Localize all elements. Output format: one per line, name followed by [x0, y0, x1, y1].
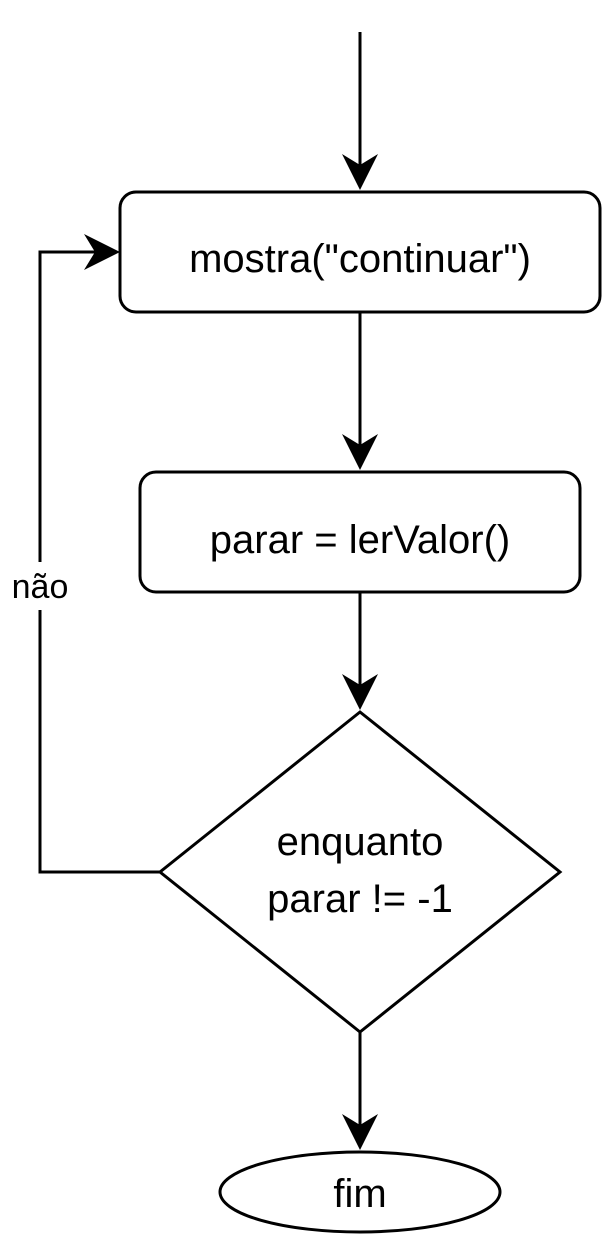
edge-show-to-read	[342, 312, 378, 470]
decision-condition-line1: enquanto	[277, 820, 444, 864]
process-show-continue-label: mostra("continuar")	[189, 237, 531, 281]
decision-condition-line2: parar != -1	[267, 877, 453, 921]
edge-loop-back: não	[2, 234, 160, 874]
terminator-end: fim	[218, 1150, 502, 1234]
loop-label-background	[2, 562, 78, 610]
edge-entry	[342, 32, 378, 190]
decision-condition: enquanto parar != -1	[157, 710, 563, 1034]
process-read-value: parar = lerValor()	[138, 470, 582, 594]
terminator-end-label: fim	[333, 1172, 386, 1216]
process-read-value-label: parar = lerValor()	[210, 518, 510, 562]
edge-condition-to-end	[342, 1032, 378, 1150]
process-show-continue: mostra("continuar")	[118, 190, 602, 314]
edge-loop-back-label: não	[12, 568, 69, 606]
edge-read-to-condition	[342, 592, 378, 710]
